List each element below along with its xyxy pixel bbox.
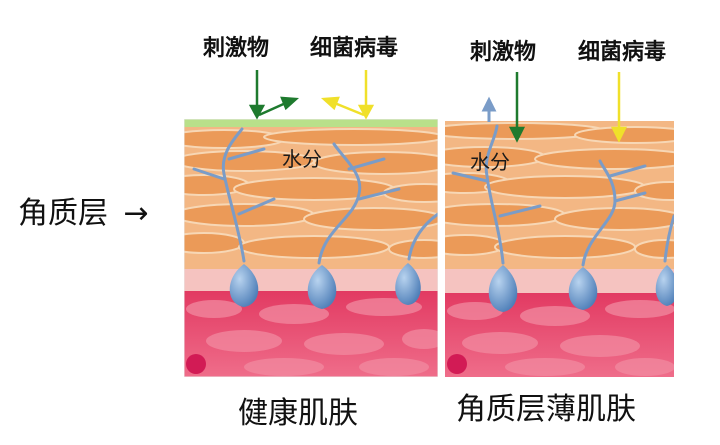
thin-skin-illustration [445, 121, 674, 377]
stratum-corneum-label: 角质层 → [18, 188, 149, 232]
water-escape-arrow [481, 96, 497, 122]
healthy-skin-illustration [184, 119, 438, 377]
healthy-arrows [248, 70, 375, 120]
water-label-healthy: 水分 [282, 147, 322, 171]
thin-skin-arrows [481, 72, 628, 143]
bacteria-deflect-arrow [320, 70, 375, 120]
caption-thin-skin: 角质层薄肌肤 [456, 392, 636, 427]
stimulus-penetrate-arrow [508, 72, 526, 143]
stimulus-label-healthy: 刺激物 [203, 36, 270, 61]
water-droplets [229, 263, 421, 309]
stimulus-label-thin: 刺激物 [470, 40, 537, 65]
right-arrow-icon: → [123, 196, 149, 231]
caption-healthy-skin: 健康肌肤 [238, 396, 358, 431]
thin-skin-panel [445, 121, 674, 377]
stratum-corneum-text: 角质层 [18, 196, 108, 231]
bacteria-label-thin: 细菌病毒 [578, 40, 667, 65]
healthy-skin-panel [184, 119, 438, 377]
bacteria-penetrate-arrow [610, 72, 628, 143]
bacteria-label-healthy: 细菌病毒 [310, 36, 399, 61]
water-label-thin: 水分 [470, 150, 510, 174]
stimulus-deflect-arrow [248, 70, 300, 120]
water-droplets [488, 265, 674, 312]
barrier-layer [184, 119, 438, 127]
